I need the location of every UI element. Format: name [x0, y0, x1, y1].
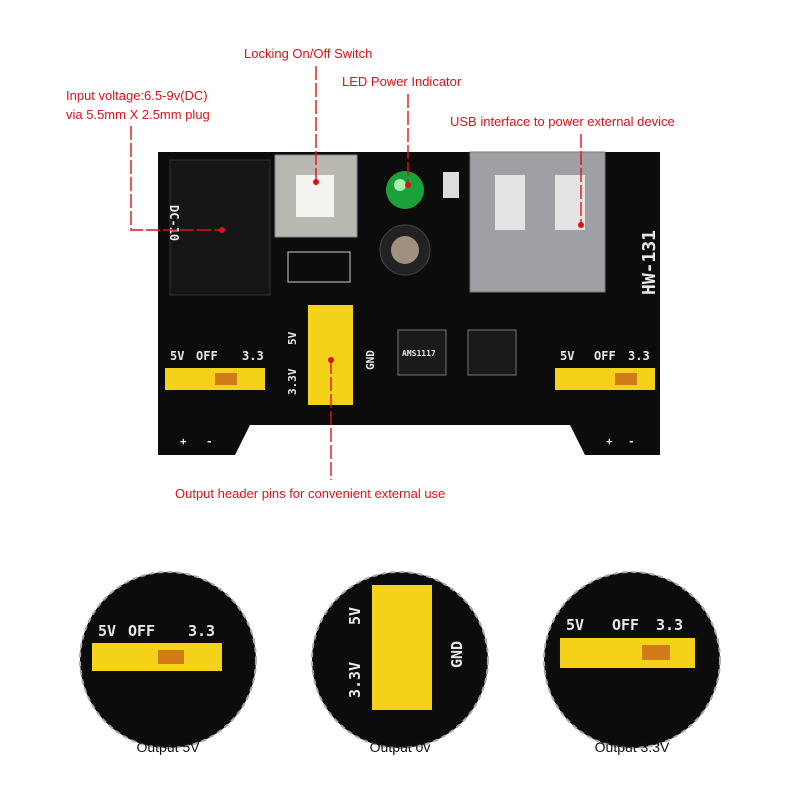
diode: [287, 251, 351, 283]
regulator-label: AMS1117: [402, 349, 436, 358]
callout-switch: Locking On/Off Switch: [244, 46, 372, 61]
left-jumper-3v3: 3.3: [242, 349, 264, 363]
resistor: [443, 172, 459, 198]
right-jumper-off: OFF: [594, 349, 616, 363]
detail1-3v3: 3.3: [188, 622, 215, 640]
left-jumper-off: OFF: [196, 349, 218, 363]
left-jumper-5v: 5V: [170, 349, 184, 363]
jack-label: DC-10: [167, 205, 181, 241]
left-plus: +: [180, 435, 187, 448]
detail2-3v3: 3.3V: [346, 662, 364, 698]
right-jumper-3v3: 3.3: [628, 349, 650, 363]
leader-input: [130, 126, 222, 231]
detail3-off: OFF: [612, 616, 639, 634]
detail1-5v: 5V: [98, 622, 116, 640]
detail3-3v3: 3.3: [656, 616, 683, 634]
right-plus: +: [606, 435, 613, 448]
caption-output-3v3: Output 3.3V: [595, 739, 670, 755]
regulator-2: [467, 329, 517, 376]
detail3-5v: 5V: [566, 616, 584, 634]
model-label: HW-131: [639, 230, 660, 295]
detail-output-0v: 5V 3.3V GND: [311, 571, 489, 749]
header-label-gnd: GND: [364, 350, 377, 370]
dc-jack: [169, 159, 271, 296]
left-minus: -: [206, 435, 213, 448]
led-indicator: [386, 171, 424, 209]
callout-header: Output header pins for convenient extern…: [175, 486, 445, 501]
callout-input-line2: via 5.5mm X 2.5mm plug: [66, 107, 210, 122]
right-minus: -: [628, 435, 635, 448]
regulator-ams1117: [397, 329, 447, 376]
callout-usb: USB interface to power external device: [450, 114, 675, 129]
detail-output-5v: 5V OFF 3.3: [79, 571, 257, 749]
callout-input-line1: Input voltage:6.5-9v(DC): [66, 88, 208, 103]
caption-output-5v: Output 5V: [136, 739, 200, 755]
detail2-gnd: GND: [448, 641, 466, 668]
detail-output-3v3: 5V OFF 3.3: [543, 571, 721, 749]
callout-led: LED Power Indicator: [342, 74, 462, 89]
caption-output-0v: Output 0v: [370, 739, 431, 755]
right-jumper[interactable]: [555, 368, 655, 390]
right-jumper-5v: 5V: [560, 349, 574, 363]
header-label-3v3: 3.3V: [286, 368, 299, 395]
detail2-5v: 5V: [346, 607, 364, 625]
detail1-off: OFF: [128, 622, 155, 640]
header-label-5v: 5V: [286, 331, 299, 345]
